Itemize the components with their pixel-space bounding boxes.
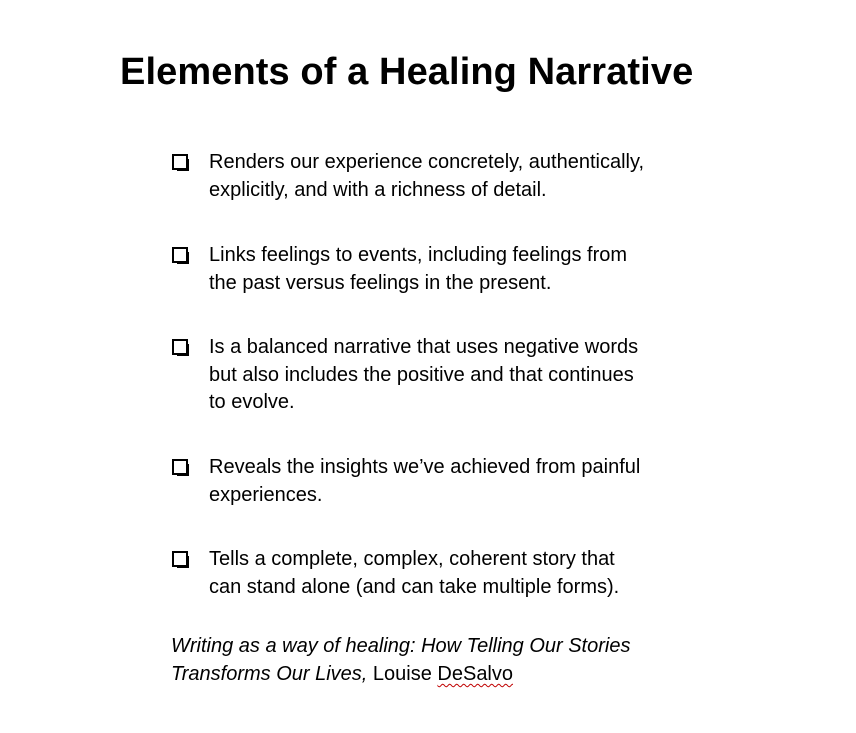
- list-item-line: Is a balanced narrative that uses negati…: [209, 336, 639, 358]
- list-item-text: Renders our experience concretely, authe…: [209, 149, 689, 204]
- list-item-line: but also includes the positive and that …: [209, 363, 634, 386]
- citation-line: Transforms Our Lives, Louise DeSalvo: [171, 660, 731, 688]
- citation-book-title: Writing as a way of healing: How Telling…: [171, 635, 631, 657]
- list-item-line: Reveals the insights we’ve achieved from…: [209, 456, 641, 478]
- list-item-text: Tells a complete, complex, coherent stor…: [209, 546, 689, 601]
- list-item-line: Links feelings to events, including feel…: [209, 244, 628, 266]
- list-item-text: Links feelings to events, including feel…: [209, 242, 689, 297]
- list-item-line: explicitly, and with a richness of detai…: [209, 178, 547, 201]
- list-item-line: Renders our experience concretely, authe…: [209, 151, 645, 173]
- citation: Writing as a way of healing: How Telling…: [171, 632, 731, 688]
- checkbox-icon: [172, 551, 189, 568]
- checkbox-icon: [172, 247, 189, 264]
- checkbox-icon: [172, 459, 189, 476]
- list-item-line: experiences.: [209, 483, 323, 506]
- citation-author-last: DeSalvo: [437, 663, 514, 685]
- list-item-line: can stand alone (and can take multiple f…: [209, 575, 620, 598]
- citation-book-title: Transforms Our Lives,: [171, 663, 368, 685]
- checkbox-icon: [172, 154, 189, 171]
- citation-author-first: Louise: [372, 663, 432, 685]
- list-item-text: Reveals the insights we’ve achieved from…: [209, 454, 689, 509]
- checkbox-icon: [172, 339, 189, 356]
- list-item-line: Tells a complete, complex, coherent stor…: [209, 548, 615, 570]
- slide-title: Elements of a Healing Narrative: [120, 51, 694, 93]
- citation-line: Writing as a way of healing: How Telling…: [171, 632, 731, 660]
- list-item-line: to evolve.: [209, 391, 295, 413]
- list-item-line: the past versus feelings in the present.: [209, 271, 552, 294]
- list-item-text: Is a balanced narrative that uses negati…: [209, 334, 689, 417]
